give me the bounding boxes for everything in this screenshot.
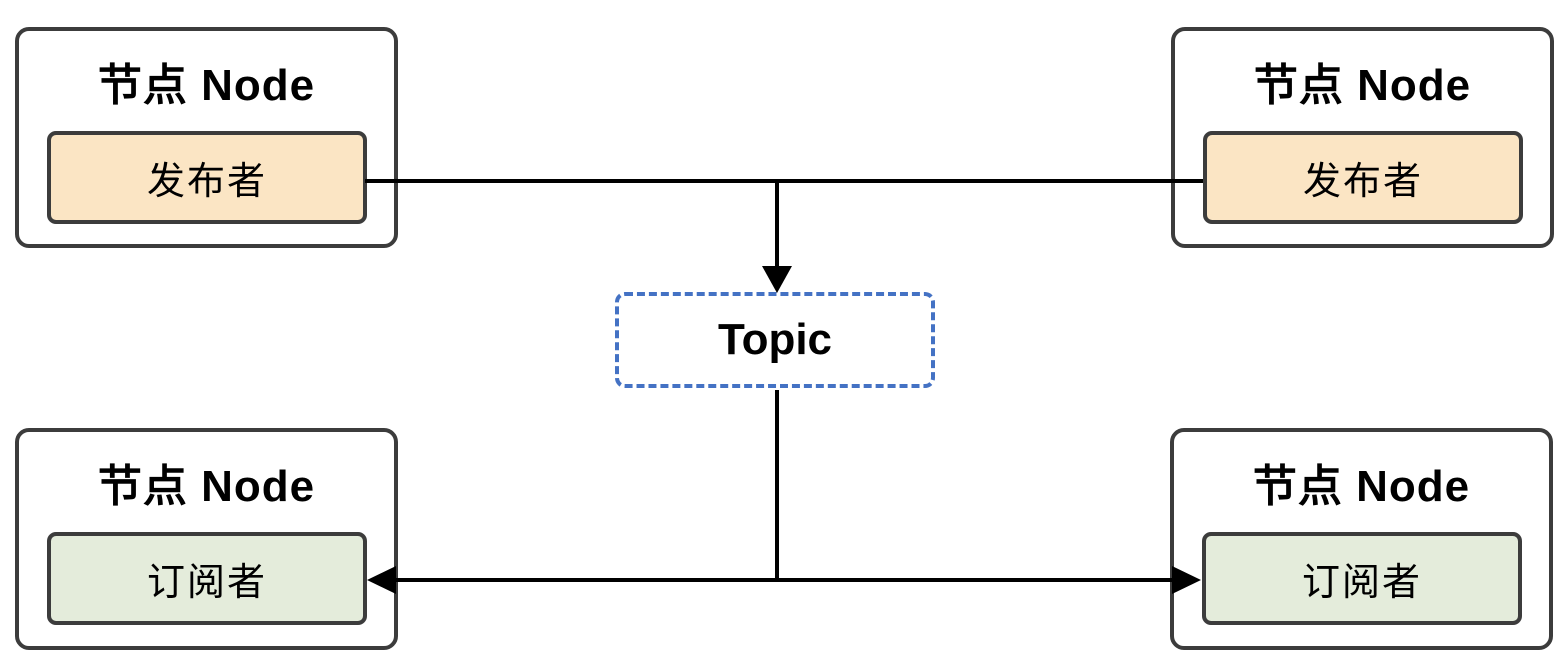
node-title: 节点 Node bbox=[97, 61, 316, 110]
subscriber-box: 订阅者 bbox=[47, 532, 367, 625]
topic-box: Topic bbox=[615, 292, 935, 388]
node-box-top-left: 节点 Node 发布者 bbox=[15, 27, 398, 248]
publisher-label: 发布者 bbox=[146, 161, 267, 203]
topic-label: Topic bbox=[717, 315, 833, 364]
topic-down-arrowhead-icon bbox=[762, 266, 792, 293]
subscriber-box: 订阅者 bbox=[1202, 532, 1522, 625]
node-box-top-right: 节点 Node 发布者 bbox=[1171, 27, 1554, 248]
node-title: 节点 Node bbox=[97, 462, 316, 511]
node-box-bottom-right: 节点 Node 订阅者 bbox=[1170, 428, 1553, 650]
subscriber-label: 订阅者 bbox=[1301, 562, 1422, 604]
publisher-label: 发布者 bbox=[1302, 161, 1423, 203]
publisher-box: 发布者 bbox=[47, 131, 367, 224]
node-box-bottom-left: 节点 Node 订阅者 bbox=[15, 428, 398, 650]
publisher-box: 发布者 bbox=[1203, 131, 1523, 224]
node-title: 节点 Node bbox=[1253, 61, 1472, 110]
subscriber-label: 订阅者 bbox=[146, 562, 267, 604]
node-title: 节点 Node bbox=[1252, 462, 1471, 511]
